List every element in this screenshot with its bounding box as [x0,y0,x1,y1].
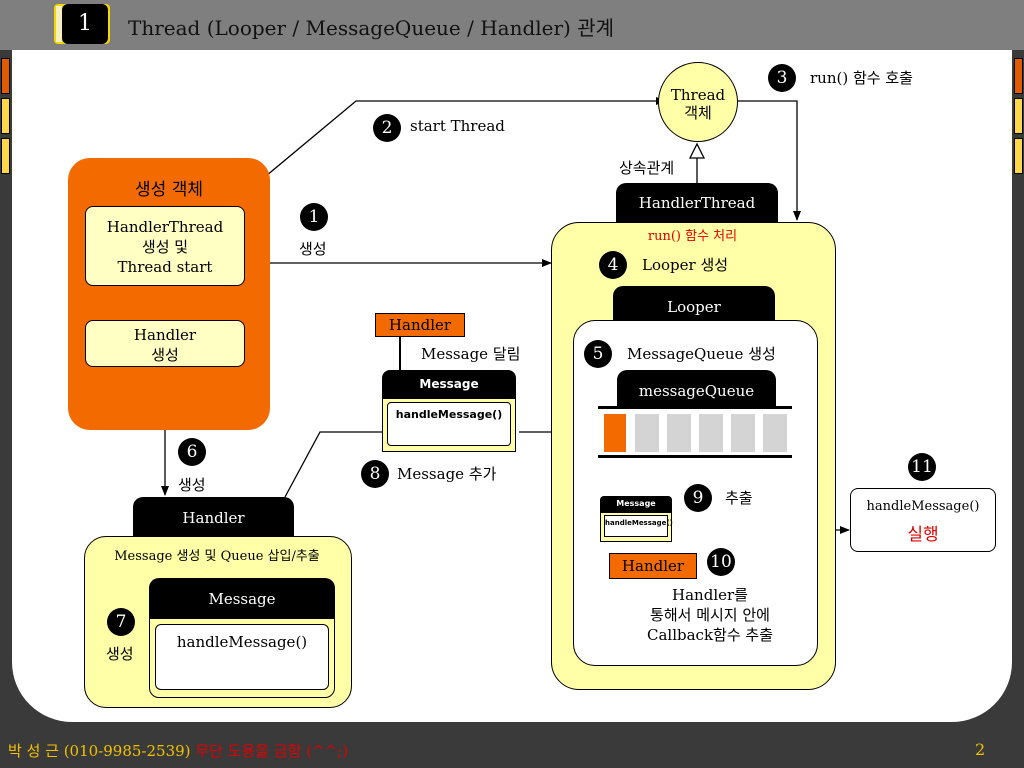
step-3-badge: 3 [768,64,796,92]
extracted-message-header: Message [600,496,672,512]
step-6-label: 생성 [178,476,206,494]
step-4-badge: 4 [599,251,627,279]
inheritance-label: 상속관계 [619,159,675,177]
step-7-label: 생성 [106,645,134,663]
step-8-badge: 8 [361,460,389,488]
step-10-line-2: 통해서 메시지 안에 [650,606,770,624]
queue-slot [667,414,691,452]
footer-notice: 무단 도용을 금함 (^^;) [195,742,349,760]
handler-tab: Handler [133,497,294,537]
step-10-badge: 10 [707,548,735,576]
message-attach-label: Message 달림 [421,345,521,363]
right-yellow-bar-2 [1014,138,1023,174]
queue-bottom-rail [598,455,792,458]
handler-panel-caption: Message 생성 및 Queue 삽입/추출 [114,549,320,564]
step-8-label: Message 추가 [397,465,497,483]
page-title: Thread (Looper / MessageQueue / Handler)… [128,16,615,40]
step-9-label: 추출 [725,489,753,507]
thread-object-line-1: Thread [670,86,726,104]
left-yellow-bar-1 [1,98,10,134]
step-11-badge: 11 [908,453,936,481]
looper-tab: Looper [613,286,775,322]
step-5-badge: 5 [584,340,612,368]
floating-handler: Handler [375,313,465,337]
handler-thread-create-box: HandlerThread 생성 및 Thread start [85,206,245,286]
step-6-badge: 6 [178,438,206,466]
step-2-label: start Thread [410,117,505,135]
queue-slot-active [604,414,626,452]
extracted-message-method: handleMessage() [604,515,673,537]
queue-slot [635,414,659,452]
title-bar [0,0,1024,50]
step-3-label: run() 함수 호출 [810,69,913,87]
handler-message-tab: Message [149,578,335,618]
handler-message-method: handleMessage() [155,624,329,690]
handler-create-line-2: 생성 [151,346,179,364]
step-2-badge: 2 [373,114,401,142]
handler-thread-run-label: run() 함수 처리 [647,229,738,244]
result-box: handleMessage() 실행 [850,488,996,552]
step-10-line-3: Callback함수 추출 [646,626,774,644]
step-5-label: MessageQueue 생성 [627,345,776,363]
queue-slot [731,414,755,452]
step-4-label: Looper 생성 [642,256,729,274]
message-queue-tab: messageQueue [617,370,776,406]
floating-message-header: Message [382,370,516,398]
footer-credit: 박 성 근 (010-9985-2539) 무단 도용을 금함 (^^;) [8,740,348,761]
queue-slot [699,414,723,452]
creation-object-title: 생성 객체 [135,180,203,200]
result-status: 실행 [907,525,939,545]
slide-number: 1 [62,4,108,44]
handler-create-box: Handler 생성 [85,320,245,367]
step-7-badge: 7 [107,608,135,636]
right-orange-bar [1014,58,1023,94]
step-10-line-1: Handler를 [672,586,748,604]
left-yellow-bar-2 [1,138,10,174]
step-1-badge: 1 [300,203,328,231]
handler-create-line-1: Handler [133,326,197,344]
creation-object-panel [68,158,270,430]
handler-thread-create-line-3: Thread start [117,258,213,276]
slide-number-shadow [56,6,62,42]
handler-thread-tab: HandlerThread [616,183,778,223]
step-9-badge: 9 [684,484,712,512]
right-yellow-bar-1 [1014,98,1023,134]
thread-object-line-2: 객체 [684,104,712,122]
step-1-label: 생성 [299,240,327,258]
queue-slot [763,414,787,452]
floating-message-method: handleMessage() [387,402,511,446]
left-orange-bar [1,58,10,94]
thread-object: Thread 객체 [658,62,738,142]
handler-thread-create-line-1: HandlerThread [106,218,224,236]
handler-thread-create-line-2: 생성 및 [141,238,189,256]
footer-page-number: 2 [975,740,986,759]
step-10-label: Handler를 통해서 메시지 안에 Callback함수 추출 [605,585,815,645]
result-method: handleMessage() [866,499,980,514]
extracted-handler: Handler [609,553,697,579]
queue-top-rail [598,406,792,409]
footer-author: 박 성 근 (010-9985-2539) [8,742,191,760]
